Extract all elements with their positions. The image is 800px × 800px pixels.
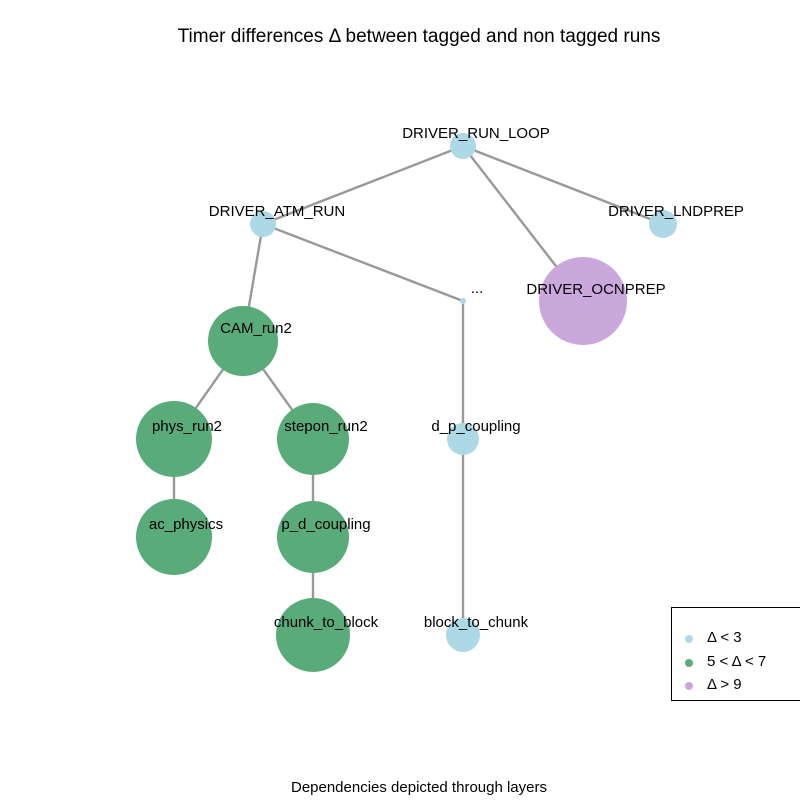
legend-label: Δ < 3 bbox=[707, 629, 742, 646]
node-label-ac_physics: ac_physics bbox=[149, 516, 223, 533]
node-stepon_run2 bbox=[277, 403, 349, 475]
diagram-title: Timer differences Δ between tagged and n… bbox=[177, 26, 661, 47]
legend-swatch-green bbox=[685, 659, 693, 667]
diagram-caption: Dependencies depicted through layers bbox=[290, 779, 547, 796]
legend-swatch-light-blue bbox=[685, 635, 693, 643]
edge-driver_run_loop-driver_lndprep bbox=[462, 144, 664, 226]
node-chunk_to_block bbox=[276, 598, 350, 672]
node-label-p_d_coupling: p_d_coupling bbox=[281, 516, 370, 533]
node-d_p_coupling bbox=[447, 423, 479, 455]
node-driver_atm_run bbox=[250, 211, 276, 237]
node-phys_run2 bbox=[136, 401, 212, 477]
node-ellipsis bbox=[460, 298, 466, 304]
node-label-stepon_run2: stepon_run2 bbox=[284, 418, 367, 435]
node-label-ellipsis: ... bbox=[471, 280, 484, 297]
node-layer bbox=[136, 133, 677, 672]
node-label-d_p_coupling: d_p_coupling bbox=[431, 418, 520, 435]
edge-driver_atm_run-ellipsis bbox=[262, 222, 464, 303]
node-ac_physics bbox=[136, 499, 212, 575]
node-p_d_coupling bbox=[277, 501, 349, 573]
edge-driver_run_loop-driver_atm_run bbox=[262, 144, 464, 226]
legend: Δ < 3 5 < Δ < 7 Δ > 9 bbox=[671, 607, 800, 701]
node-label-phys_run2: phys_run2 bbox=[152, 418, 222, 435]
node-label-driver_run_loop: DRIVER_RUN_LOOP bbox=[402, 125, 550, 142]
node-label-driver_lndprep: DRIVER_LNDPREP bbox=[608, 203, 744, 220]
label-layer: DRIVER_RUN_LOOP DRIVER_ATM_RUN DRIVER_LNDP… bbox=[149, 125, 744, 631]
node-driver_ocnprep bbox=[539, 257, 627, 345]
node-block_to_chunk bbox=[446, 618, 480, 652]
node-label-block_to_chunk: block_to_chunk bbox=[424, 614, 529, 631]
node-label-cam_run2: CAM_run2 bbox=[220, 320, 292, 337]
node-driver_lndprep bbox=[649, 210, 677, 238]
node-label-driver_atm_run: DRIVER_ATM_RUN bbox=[209, 203, 345, 220]
node-driver_run_loop bbox=[450, 133, 476, 159]
node-cam_run2 bbox=[208, 306, 278, 376]
legend-swatch-purple bbox=[685, 682, 693, 690]
legend-label: 5 < Δ < 7 bbox=[707, 653, 767, 670]
node-label-driver_ocnprep: DRIVER_OCNPREP bbox=[526, 281, 665, 298]
node-label-chunk_to_block: chunk_to_block bbox=[274, 614, 379, 631]
legend-label: Δ > 9 bbox=[707, 676, 742, 693]
